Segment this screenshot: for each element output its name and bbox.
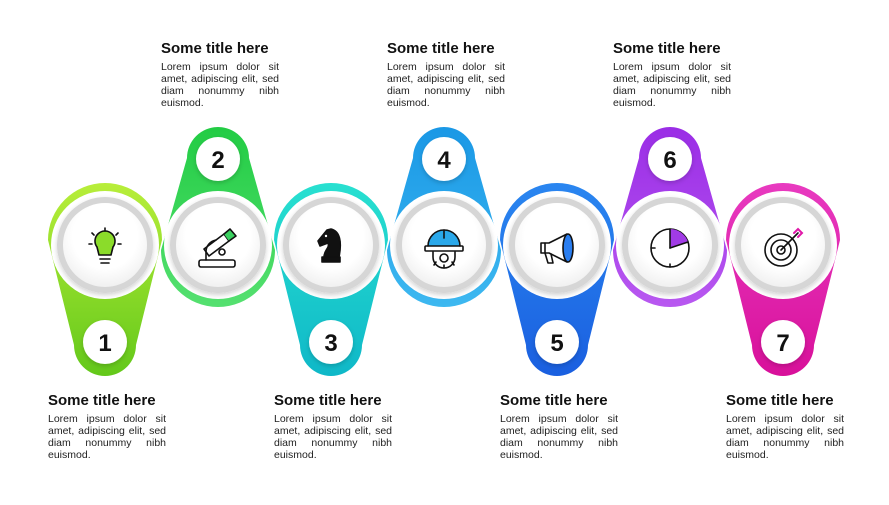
step-2: 2 bbox=[161, 127, 275, 307]
step-4-label: Some title here Lorem ipsum dolor sit am… bbox=[387, 40, 505, 109]
step-3-label: Some title here Lorem ipsum dolor sit am… bbox=[274, 392, 392, 461]
step-5-number: 5 bbox=[550, 330, 563, 357]
step-7-number-circle bbox=[761, 320, 805, 364]
step-6-body: Lorem ipsum dolor sit amet, adipiscing e… bbox=[613, 61, 731, 109]
step-4-number: 4 bbox=[437, 147, 451, 174]
helmet-gear-icon bbox=[424, 229, 464, 269]
step-6-title: Some title here bbox=[613, 40, 721, 57]
clock-pie-icon bbox=[650, 228, 690, 268]
step-2-body: Lorem ipsum dolor sit amet, adipiscing e… bbox=[161, 61, 279, 109]
step-6-label: Some title here Lorem ipsum dolor sit am… bbox=[613, 40, 731, 109]
step-1-number: 1 bbox=[98, 330, 111, 357]
lightbulb-icon bbox=[88, 227, 122, 264]
step-1-body: Lorem ipsum dolor sit amet, adipiscing e… bbox=[48, 413, 166, 461]
step-4: 4 bbox=[387, 127, 501, 307]
target-icon bbox=[764, 227, 804, 267]
step-5-inner-circle bbox=[509, 197, 605, 293]
step-7-inner-circle bbox=[735, 197, 831, 293]
step-4-body: Lorem ipsum dolor sit amet, adipiscing e… bbox=[387, 61, 505, 109]
step-2-label: Some title here Lorem ipsum dolor sit am… bbox=[161, 40, 279, 109]
step-1-label: Some title here Lorem ipsum dolor sit am… bbox=[48, 392, 166, 461]
step-1-number-circle bbox=[83, 320, 127, 364]
step-5-number-circle bbox=[535, 320, 579, 364]
step-2-title: Some title here bbox=[161, 40, 269, 57]
step-7-title: Some title here bbox=[726, 392, 834, 409]
step-1: 1 bbox=[48, 183, 162, 376]
step-4-title: Some title here bbox=[387, 40, 495, 57]
step-4-number-circle bbox=[422, 137, 466, 181]
step-7-label: Some title here Lorem ipsum dolor sit am… bbox=[726, 392, 844, 461]
step-2-number: 2 bbox=[211, 147, 224, 174]
step-2-inner-circle bbox=[170, 197, 266, 293]
megaphone-icon bbox=[540, 233, 574, 264]
step-6-number: 6 bbox=[663, 147, 676, 174]
step-6: 6 bbox=[613, 127, 727, 307]
step-3-title: Some title here bbox=[274, 392, 382, 409]
step-5-title: Some title here bbox=[500, 392, 608, 409]
step-7-body: Lorem ipsum dolor sit amet, adipiscing e… bbox=[726, 413, 844, 461]
step-3: 3 bbox=[274, 183, 388, 376]
step-3-number-circle bbox=[309, 320, 353, 364]
step-7: 7 bbox=[726, 183, 840, 376]
step-7-number: 7 bbox=[776, 330, 789, 357]
step-2-number-circle bbox=[196, 137, 240, 181]
step-5-body: Lorem ipsum dolor sit amet, adipiscing e… bbox=[500, 413, 618, 461]
step-3-body: Lorem ipsum dolor sit amet, adipiscing e… bbox=[274, 413, 392, 461]
step-6-number-circle bbox=[648, 137, 692, 181]
step-5: 5 bbox=[500, 183, 614, 376]
step-3-number: 3 bbox=[324, 330, 337, 357]
step-5-label: Some title here Lorem ipsum dolor sit am… bbox=[500, 392, 618, 461]
step-1-title: Some title here bbox=[48, 392, 156, 409]
microscope-icon bbox=[198, 228, 237, 268]
chess-knight-icon bbox=[317, 228, 342, 263]
